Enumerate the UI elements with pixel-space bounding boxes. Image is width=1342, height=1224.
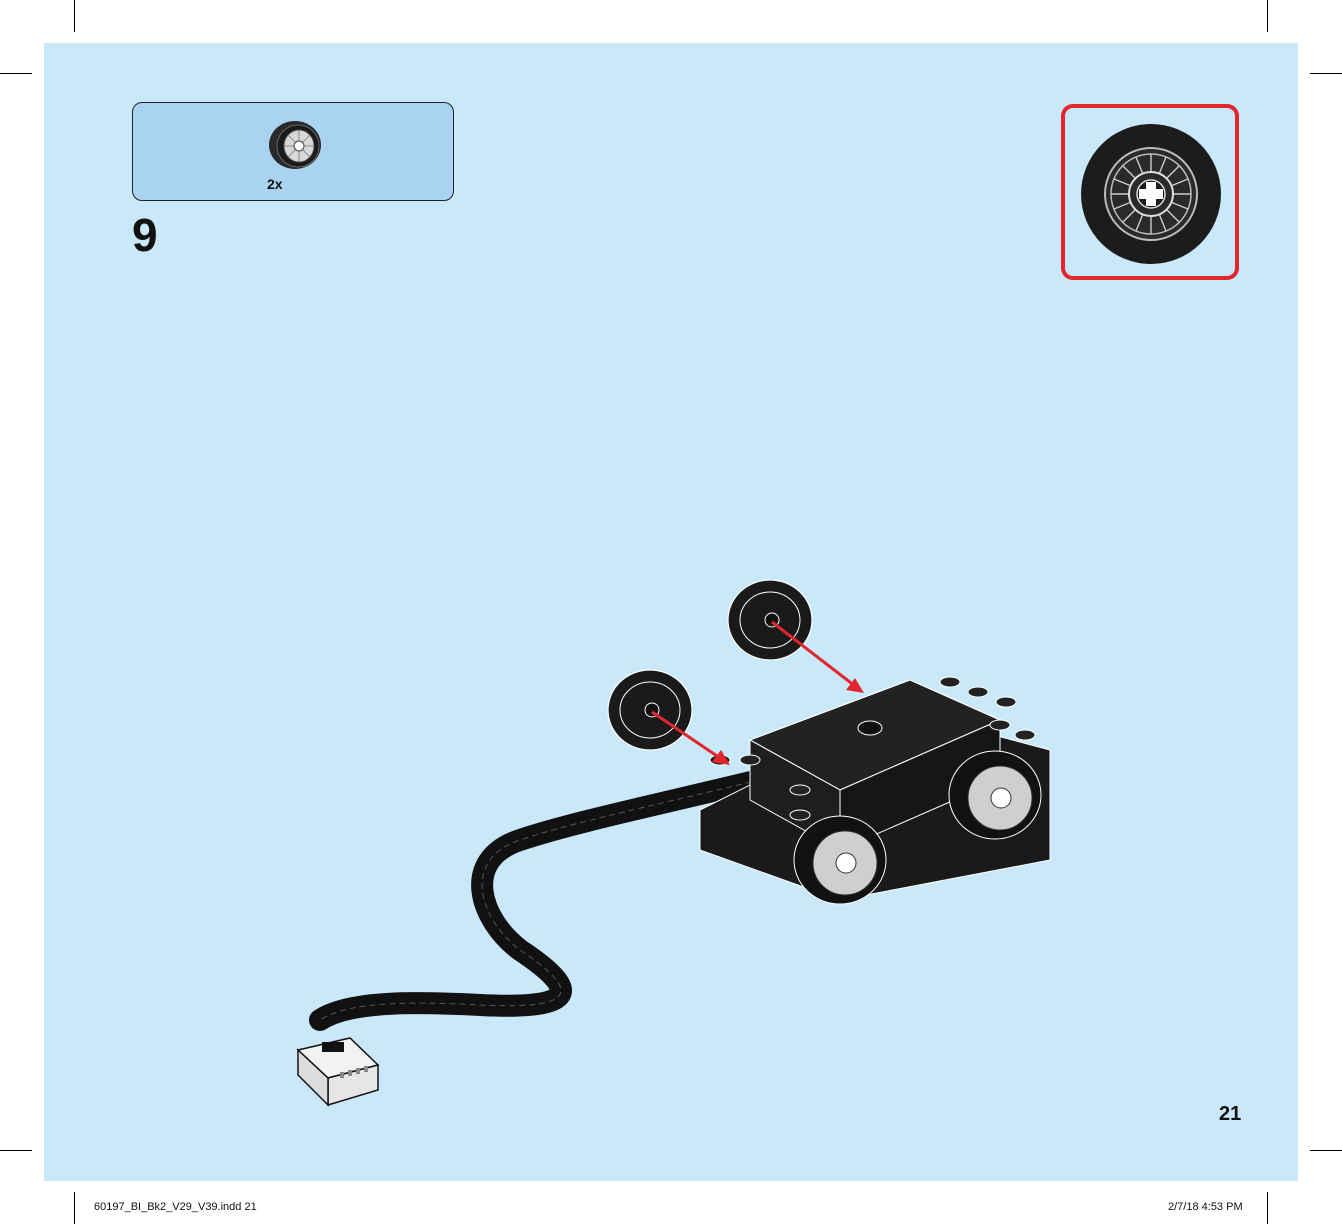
crop-mark [1267, 1192, 1268, 1224]
parts-quantity: 2x [267, 176, 283, 192]
step-number: 9 [132, 212, 158, 258]
crop-mark [74, 0, 75, 32]
crop-mark [74, 1192, 75, 1224]
wheel-icon [1079, 122, 1223, 266]
cable-connector [298, 1038, 378, 1105]
page-number: 21 [1219, 1103, 1241, 1126]
crop-mark [1310, 1150, 1342, 1151]
crop-mark [0, 73, 32, 74]
crop-mark [1267, 0, 1268, 32]
wheel-icon [265, 119, 325, 175]
part-callout [1061, 104, 1239, 280]
loose-wheel [608, 670, 692, 750]
parts-list-box: 2x [132, 102, 454, 201]
footer-date: 2/7/18 4:53 PM [1168, 1201, 1243, 1213]
mounted-wheel [949, 751, 1041, 839]
footer-file-name: 60197_BI_Bk2_V29_V39.indd 21 [94, 1201, 257, 1213]
mounted-wheel [794, 816, 886, 904]
loose-wheel [728, 580, 812, 660]
crop-mark [0, 1150, 32, 1151]
crop-mark [1310, 73, 1342, 74]
assembly-illustration [280, 560, 1070, 1120]
